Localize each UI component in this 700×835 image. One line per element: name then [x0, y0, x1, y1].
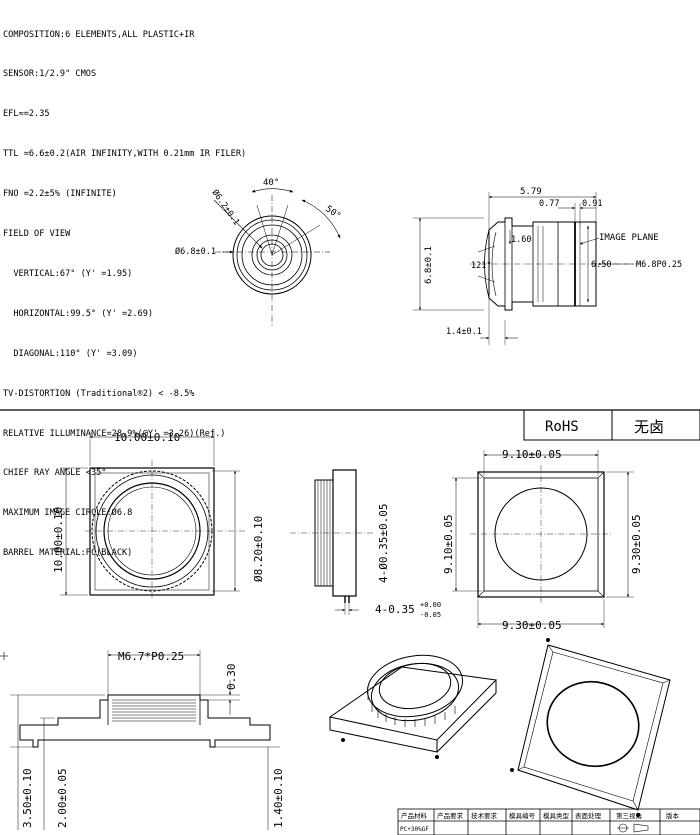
- holder-width-label: 10.00±0.10: [114, 431, 180, 444]
- spec-line: EFL≈=2.35: [3, 109, 50, 120]
- dia-inner-label: Ø6.2±0.1: [210, 187, 243, 227]
- height-label: 6.8±0.1: [424, 246, 434, 284]
- halogen-free-label: 无卤: [634, 418, 664, 436]
- len-total-label: 5.79: [520, 187, 542, 197]
- lens-thread-label: M6.8P0.25: [636, 260, 682, 270]
- spec-line: SENSOR:1/2.9" CMOS: [3, 69, 97, 80]
- footer-material: PC+30%GF: [400, 826, 429, 833]
- len-a-label: 0.77: [539, 199, 559, 209]
- spec-line: MAXIMUM IMAGE CIRCLE:Ø6.8: [3, 508, 133, 519]
- dim-200-label: 2.00±0.05: [56, 768, 69, 828]
- footer-header-2: 产品要求: [437, 811, 464, 820]
- inner-width-label: 9.10±0.05: [502, 448, 562, 461]
- dia-outer-label: Ø6.8±0.1: [175, 246, 216, 257]
- lens-side-view: [413, 192, 640, 345]
- spec-line: COMPOSITION:6 ELEMENTS,ALL PLASTIC+IR: [3, 29, 195, 40]
- lens-spec-block: COMPOSITION:6 ELEMENTS,ALL PLASTIC+IR SE…: [3, 2, 246, 574]
- dim-350-label: 3.50±0.10: [21, 768, 34, 828]
- spec-line: TV-DISTORTION (Traditional®2) < -8.5%: [3, 388, 195, 399]
- holder-isometric-top: [328, 654, 498, 759]
- footer-header-1: 产品材料: [401, 811, 428, 820]
- spec-line: FNO =2.2±5% (INFINITE): [3, 189, 117, 200]
- spec-line: HORIZONTAL:99.5° (Y' =2.69): [3, 308, 154, 319]
- pin-tol-lower: -0.05: [420, 611, 441, 619]
- holder-isometric-bottom: [510, 638, 671, 817]
- spec-line: DIAGONAL:110° (Y' =3.09): [3, 348, 138, 359]
- spec-line: RELATIVE ILLUMINANCE=28.9%(@Y' =3.26)(Re…: [3, 428, 226, 439]
- inner-height-label: 9.10±0.05: [442, 514, 455, 574]
- pin-label: 4-0.35: [375, 603, 415, 616]
- holder-side-view: [290, 469, 375, 615]
- spec-line: BARREL MATERIAL:PC(BLACK): [3, 548, 133, 559]
- holder-front-view: [60, 432, 245, 600]
- dim-140-label: 1.40±0.10: [272, 768, 285, 828]
- footer-header-5: 模具类型: [543, 811, 570, 820]
- spec-line: CHIEF RAY ANGLE <35°: [3, 468, 107, 479]
- len-b-label: 0.91: [582, 199, 602, 209]
- sheet-border: [0, 409, 700, 441]
- holder-back-view: [452, 450, 634, 628]
- holder-bore-label: Ø8.20±0.10: [252, 516, 265, 582]
- footer-header-7: 第三视角: [616, 811, 642, 820]
- bottom-len-label: 1.4±0.1: [446, 327, 482, 337]
- dim-650-label: 6.50: [591, 260, 611, 270]
- hole-dia-label: 4-Ø0.35±0.05: [377, 504, 390, 583]
- holder-section-view: [0, 650, 280, 830]
- angle-40-label: 40°: [263, 178, 279, 188]
- spec-line: TTL =6.6±0.2(AIR INFINITY,WITH 0.21mm IR…: [3, 149, 247, 160]
- image-plane-label: IMAGE PLANE: [599, 233, 659, 243]
- footer-header-4: 模具编号: [509, 811, 536, 820]
- rohs-label: RoHS: [545, 419, 579, 435]
- outer-height-label: 9.30±0.05: [630, 514, 643, 574]
- pin-tol-upper: +0.00: [420, 601, 441, 609]
- spec-line: VERTICAL:67° (Y' =1.95): [3, 268, 133, 279]
- holder-height-label: 10.00±0.10: [52, 507, 65, 573]
- footer-header-8: 版本: [666, 811, 680, 820]
- lens-front-view: [213, 188, 341, 325]
- outer-width-label: 9.30±0.05: [502, 619, 562, 632]
- footer-title-block: [397, 808, 700, 835]
- angle-50-label: 50°: [323, 204, 342, 222]
- footer-header-3: 技术要求: [471, 811, 498, 820]
- spec-line: FIELD OF VIEW: [3, 229, 71, 240]
- dim-160-label: 1.60: [511, 235, 531, 245]
- section-thread-label: M6.7*P0.25: [118, 650, 184, 663]
- footer-header-6: 表面处理: [575, 811, 602, 820]
- angle-121-label: 121°: [471, 261, 491, 271]
- dim-030-label: 0.30: [225, 664, 238, 691]
